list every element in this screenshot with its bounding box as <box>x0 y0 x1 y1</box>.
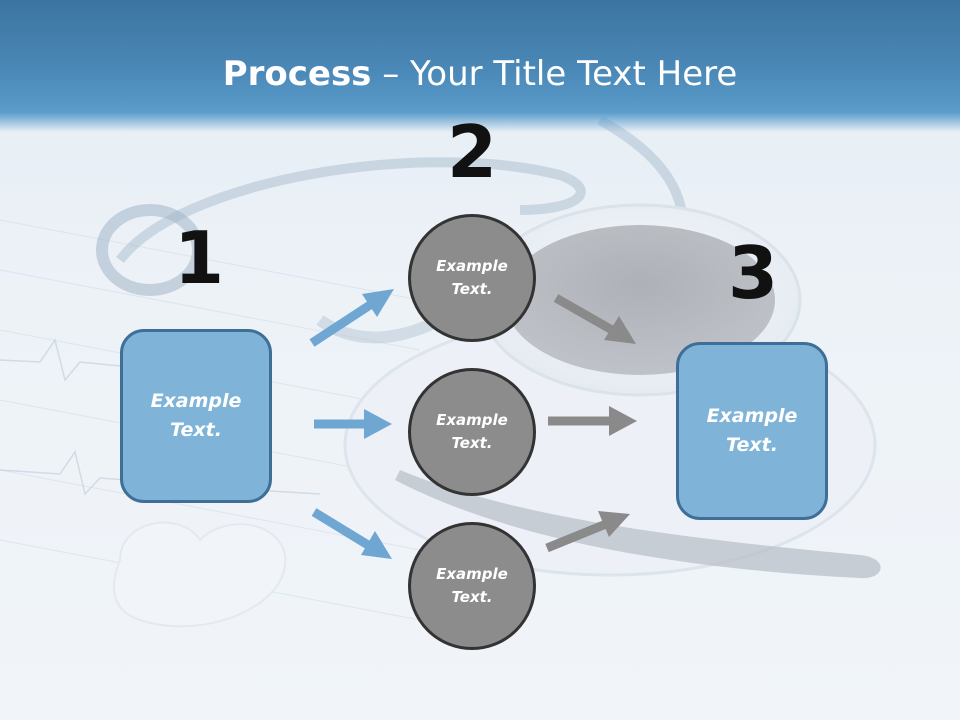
step-number-3: 3 <box>727 231 779 315</box>
step-1-text: Example Text. <box>150 390 242 441</box>
step-2-circle-1: Example Text. <box>408 214 536 342</box>
step-2-circle-3: Example Text. <box>408 522 536 650</box>
step-3-box: Example Text. <box>676 342 828 520</box>
step-2-circle-2-text: Example Text. <box>436 411 508 452</box>
step-1-box: Example Text. <box>120 329 272 503</box>
page-title: Process – Your Title Text Here <box>0 52 960 96</box>
step-3-text: Example Text. <box>706 405 798 456</box>
title-bold: Process <box>222 54 372 94</box>
step-2-circle-1-text: Example Text. <box>436 257 508 298</box>
step-2-circle-2: Example Text. <box>408 368 536 496</box>
title-banner <box>0 0 960 132</box>
step-2-circle-3-text: Example Text. <box>436 565 508 606</box>
step-number-1: 1 <box>173 216 225 300</box>
step-number-2: 2 <box>446 110 498 194</box>
title-rest: – Your Title Text Here <box>371 54 738 94</box>
